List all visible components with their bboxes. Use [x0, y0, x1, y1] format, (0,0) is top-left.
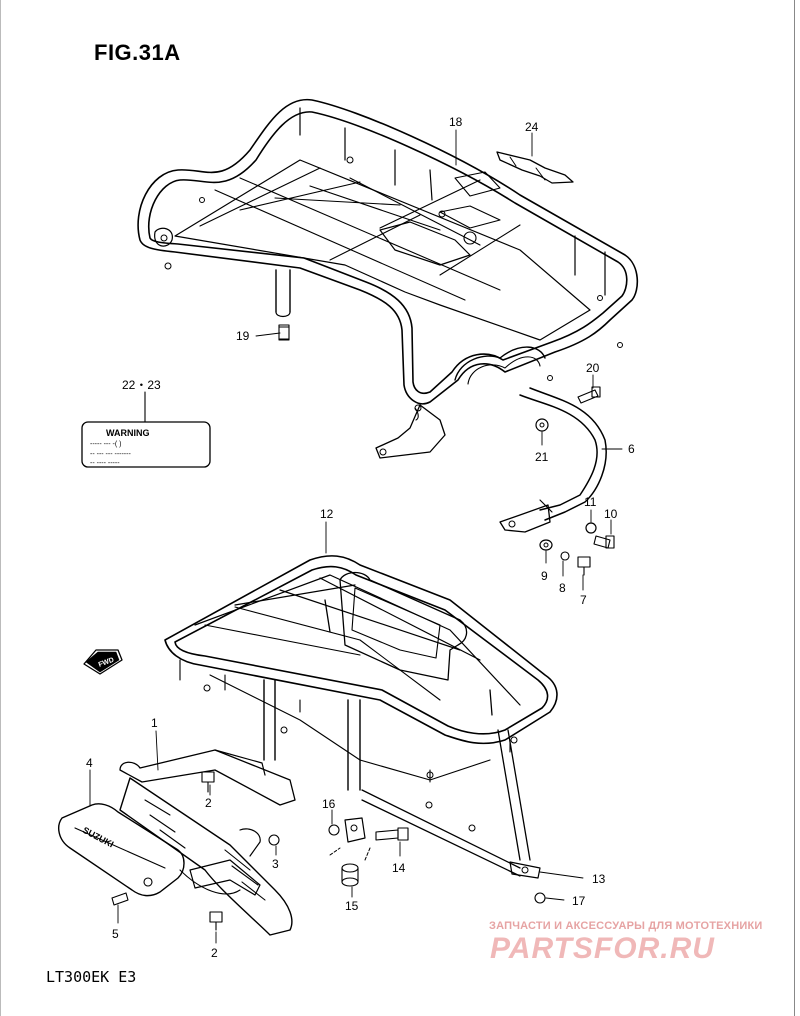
- bolt-17: [534, 892, 546, 904]
- callout-10: 10: [604, 507, 618, 521]
- callout-16: 16: [322, 797, 336, 811]
- callout-12: 12: [320, 507, 334, 521]
- fwd-arrow: [83, 649, 123, 675]
- watermark-tagline: ЗАПЧАСТИ И АКСЕССУАРЫ ДЛЯ МОТОТЕХНИКИ: [489, 920, 763, 932]
- nut-21: [535, 418, 549, 432]
- callout-3: 3: [272, 857, 279, 871]
- nut-3: [268, 834, 280, 846]
- callout-18: 18: [449, 115, 463, 129]
- washer-9: [539, 539, 553, 551]
- callout-2-lower: 2: [211, 946, 218, 960]
- bolt-2-lower: [209, 911, 223, 931]
- support-bracket-1: [119, 749, 296, 936]
- callout-15: 15: [345, 899, 359, 913]
- callout-7: 7: [580, 593, 587, 607]
- clevis-bracket: [344, 817, 366, 843]
- callout-14: 14: [392, 861, 406, 875]
- callout-6: 6: [628, 442, 635, 456]
- callout-1: 1: [151, 716, 158, 730]
- bracket-24: [496, 151, 574, 184]
- callout-19: 19: [236, 329, 250, 343]
- stay-6: [499, 387, 607, 533]
- callout-2-upper: 2: [205, 796, 212, 810]
- figure-title: FIG.31A: [94, 40, 181, 65]
- model-code: LT300EK E3: [46, 968, 137, 986]
- bolt-14: [375, 827, 409, 841]
- nut-11: [585, 522, 597, 534]
- warning-line-2: -- --- --- -------: [90, 451, 131, 458]
- callout-8: 8: [559, 581, 566, 595]
- callout-5: 5: [112, 927, 119, 941]
- callout-9: 9: [541, 569, 548, 583]
- callout-21: 21: [535, 450, 549, 464]
- callout-4: 4: [86, 756, 93, 770]
- bolt-20: [577, 386, 601, 404]
- callout-17: 17: [572, 894, 586, 908]
- bolt-5: [111, 892, 129, 906]
- warning-label: [81, 421, 211, 468]
- bolt-19: [278, 326, 290, 340]
- warning-line-3: -- ---- -----: [90, 460, 120, 467]
- guard-brand-mark: SUZUKI: [81, 825, 115, 850]
- callout-13: 13: [592, 872, 606, 886]
- callout-20: 20: [586, 361, 600, 375]
- leader-lines: [89, 129, 623, 944]
- nut-8: [560, 551, 570, 561]
- bushing-15: [341, 863, 359, 887]
- page-edge-left: [0, 0, 1, 1016]
- bolt-10: [593, 535, 615, 549]
- front-carrier-12: [164, 555, 558, 879]
- guard-4: [58, 803, 185, 897]
- callout-11: 11: [584, 495, 597, 509]
- watermark-logo: PARTSFOR.RU: [490, 932, 715, 965]
- warning-heading: WARNING: [106, 428, 150, 438]
- bolt-7: [577, 556, 591, 576]
- page-edge-right: [794, 0, 795, 1016]
- callout-24: 24: [525, 120, 539, 134]
- bolt-2-upper: [201, 771, 215, 793]
- warning-line-1: ----- --- -( ): [90, 441, 121, 448]
- rear-carrier-18: [137, 98, 639, 459]
- nut-16: [328, 824, 340, 836]
- warning-ref: 22・23: [122, 378, 161, 392]
